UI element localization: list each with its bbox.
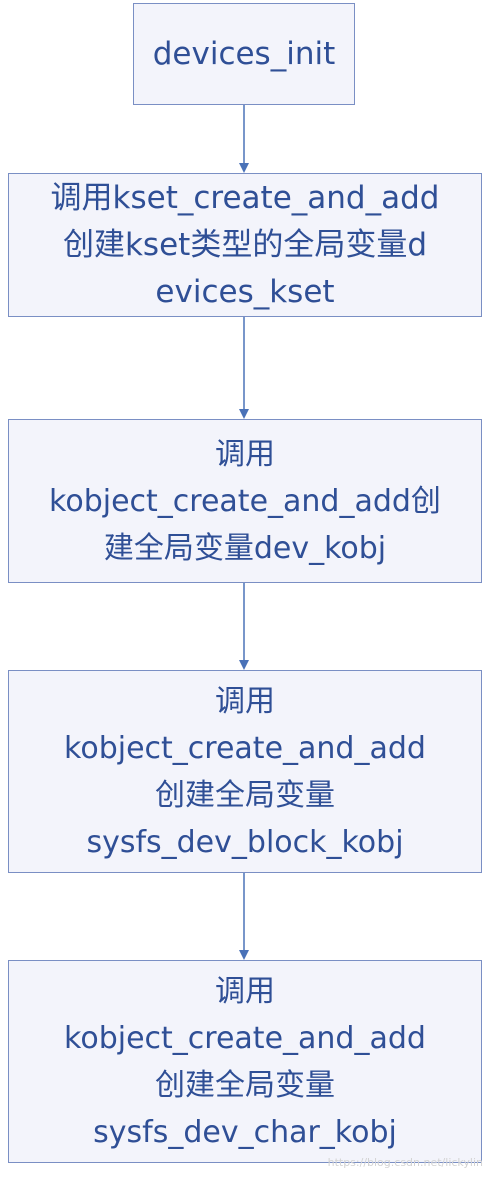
- step-box-devices-init: devices_init: [133, 3, 355, 105]
- step-2-line-3: evices_kset: [155, 273, 335, 310]
- step-3-line-3: 建全局变量dev_kobj: [103, 530, 387, 566]
- step-box-kset-create: 调用kset_create_and_add 创建kset类型的全局变量d evi…: [8, 173, 482, 317]
- step-3-line-1: 调用: [215, 436, 275, 472]
- step-5-line-3: 创建全局变量: [155, 1067, 335, 1103]
- step-1-line-1: devices_init: [152, 35, 336, 72]
- step-box-sysfs-dev-char-kobj: 调用 kobject_create_and_add 创建全局变量 sysfs_d…: [8, 960, 482, 1163]
- watermark: https://blog.csdn.net/lickylin: [327, 1156, 483, 1169]
- step-3-line-2: kobject_create_and_add创: [49, 483, 441, 519]
- step-box-sysfs-dev-block-kobj: 调用 kobject_create_and_add 创建全局变量 sysfs_d…: [8, 670, 482, 873]
- step-5-line-1: 调用: [215, 973, 275, 1009]
- step-5-line-2: kobject_create_and_add: [64, 1020, 426, 1056]
- step-4-line-4: sysfs_dev_block_kobj: [86, 824, 404, 860]
- step-2-line-1: 调用kset_create_and_add: [50, 179, 440, 216]
- step-2-line-2: 创建kset类型的全局变量d: [62, 226, 427, 263]
- step-4-line-2: kobject_create_and_add: [64, 730, 426, 766]
- step-4-line-3: 创建全局变量: [155, 777, 335, 813]
- step-box-dev-kobj: 调用 kobject_create_and_add创 建全局变量dev_kobj: [8, 419, 482, 583]
- step-4-line-1: 调用: [215, 683, 275, 719]
- step-5-line-4: sysfs_dev_char_kobj: [93, 1114, 397, 1150]
